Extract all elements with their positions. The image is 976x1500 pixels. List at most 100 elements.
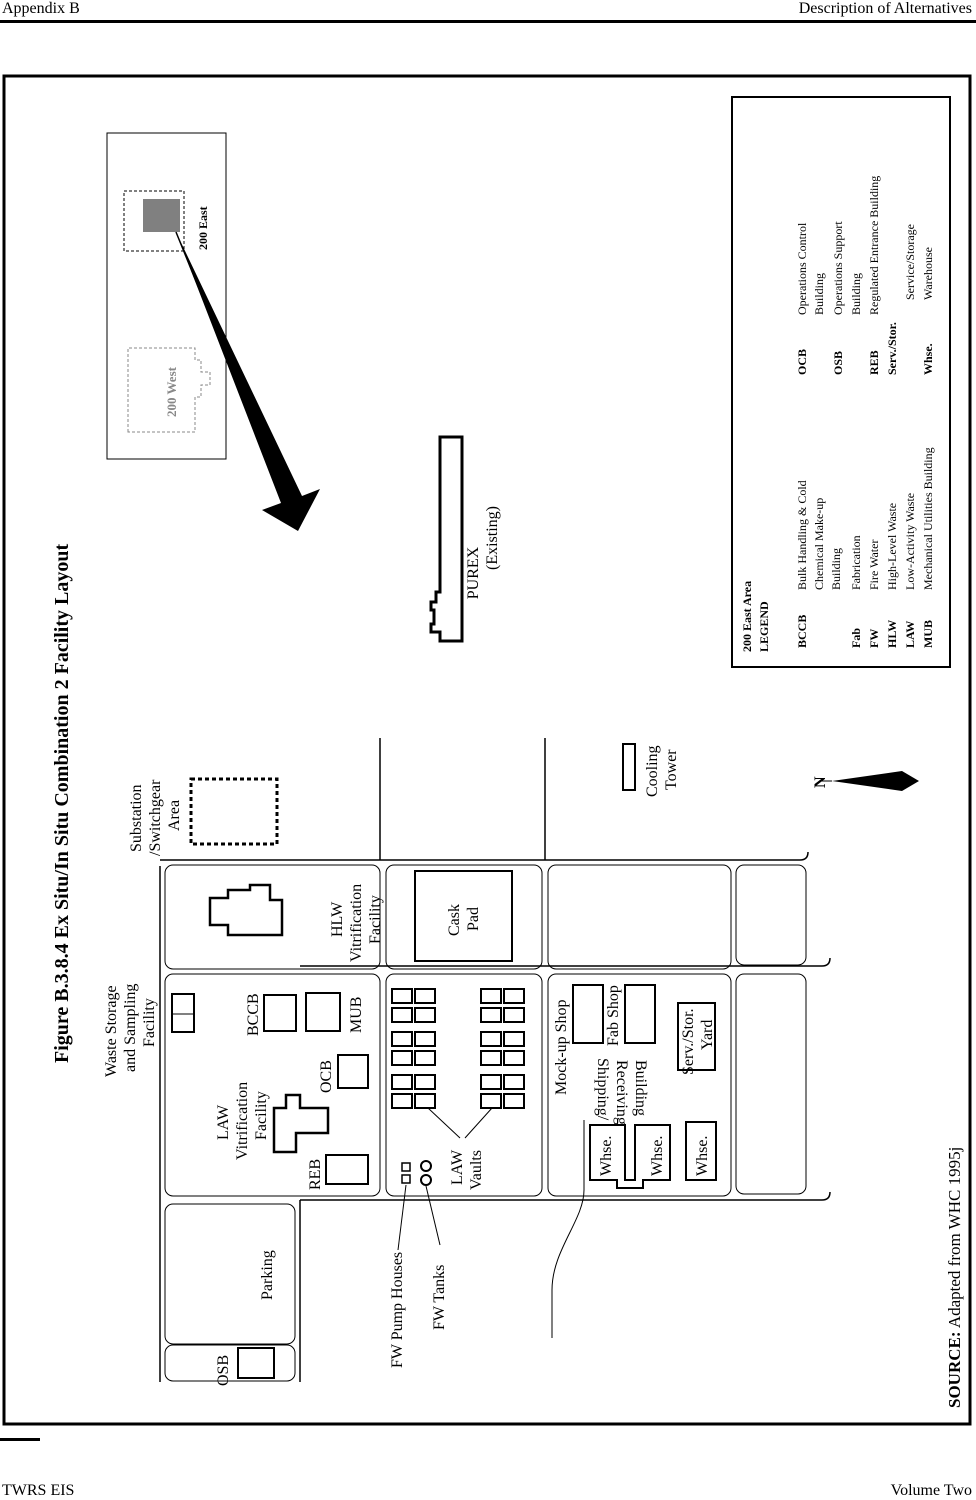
cask-pad-label-1: Cask bbox=[446, 904, 463, 936]
law-vaults-label-1: LAW bbox=[449, 1149, 466, 1185]
fw-pump-houses bbox=[401, 1162, 411, 1184]
fw-tanks-label: FW Tanks bbox=[431, 1265, 448, 1330]
substation-area bbox=[189, 777, 279, 846]
purex-label-2: (Existing) bbox=[484, 506, 501, 570]
cooling-tower-label-2: Tower bbox=[663, 749, 680, 790]
figure-source-text: Adapted from WHC 1995j bbox=[945, 1147, 964, 1332]
ocb-label: OCB bbox=[318, 1060, 335, 1093]
serv-stor-yard bbox=[677, 1002, 716, 1071]
legend-desc-bccb-1: Bulk Handling & Cold bbox=[795, 480, 809, 590]
hlw-label-3: Facility bbox=[367, 895, 384, 944]
legend-abbr-reb: REB bbox=[867, 350, 881, 375]
inset-200-east-label: 200 East bbox=[196, 206, 210, 250]
legend-abbr-fab: Fab bbox=[849, 628, 863, 648]
shipping-label-1: Shipping/ bbox=[594, 1058, 611, 1121]
legend-desc-fab: Fabrication bbox=[849, 535, 863, 590]
header-right: Description of Alternatives bbox=[798, 0, 972, 17]
purex-label-1: PUREX bbox=[465, 546, 482, 599]
osb-label: OSB bbox=[215, 1355, 232, 1386]
mub-label: MUB bbox=[348, 997, 365, 1033]
reb-label: REB bbox=[307, 1159, 324, 1190]
osb-building bbox=[237, 1347, 275, 1379]
purex-building bbox=[429, 435, 464, 643]
bccb-label: BCCB bbox=[245, 993, 262, 1036]
mockup-label: Mock-up Shop bbox=[553, 999, 570, 1095]
legend-abbr-serv: Serv./Stor. bbox=[885, 322, 899, 375]
whse-label-2: Whse. bbox=[649, 1136, 666, 1176]
serv-stor-label-1: Serv./Stor. bbox=[680, 1008, 697, 1075]
substation-label-2: /Switchgear bbox=[147, 779, 164, 856]
figure-frame bbox=[2, 74, 972, 1426]
fw-tanks-leader bbox=[425, 1185, 441, 1246]
legend-desc-law: Low-Activity Waste bbox=[903, 493, 917, 590]
inset-map: 200 West 200 East bbox=[106, 132, 227, 460]
law-label-1: LAW bbox=[215, 1104, 232, 1140]
figure-source-label: SOURCE: bbox=[945, 1331, 964, 1408]
whse-label-3: Whse. bbox=[694, 1136, 711, 1176]
substation-label-3: Area bbox=[166, 800, 183, 831]
legend-desc-osb-1: Operations Support bbox=[831, 221, 845, 315]
whse-label-1: Whse. bbox=[598, 1136, 615, 1176]
mockup-shop bbox=[572, 984, 604, 1044]
header-rule bbox=[0, 20, 976, 23]
law-label-3: Facility bbox=[253, 1091, 270, 1140]
legend-desc-ocb-1: Operations Control bbox=[795, 222, 809, 315]
legend-box bbox=[731, 96, 951, 668]
hlw-label-1: HLW bbox=[329, 901, 346, 937]
legend-desc-osb-2: Building bbox=[849, 273, 863, 315]
parking-label: Parking bbox=[259, 1250, 276, 1300]
law-label-2: Vitrification bbox=[234, 1082, 251, 1160]
legend-desc-fw: Fire Water bbox=[867, 540, 881, 590]
bccb-building bbox=[263, 994, 297, 1032]
inset-200-west-label: 200 West bbox=[164, 366, 179, 417]
fab-shop bbox=[624, 984, 656, 1044]
fab-label: Fab Shop bbox=[605, 985, 622, 1046]
hlw-label-2: Vitrification bbox=[348, 884, 365, 962]
legend-abbr-whse: Whse. bbox=[921, 343, 935, 375]
inset-200-west-outline bbox=[127, 347, 211, 433]
cooling-tower-label-1: Cooling bbox=[644, 745, 661, 797]
legend-desc-bccb-3: Building bbox=[829, 548, 843, 590]
waste-storage-label-1: Waste Storage bbox=[103, 985, 120, 1077]
legend-desc-whse: Warehouse bbox=[921, 247, 935, 300]
substation-label-1: Substation bbox=[128, 784, 145, 852]
north-arrow: N bbox=[812, 771, 919, 791]
footer-left: TWRS EIS bbox=[2, 1482, 75, 1499]
fw-pump-label: FW Pump Houses bbox=[389, 1252, 406, 1368]
cooling-tower bbox=[622, 743, 636, 791]
legend-abbr-ocb: OCB bbox=[795, 349, 809, 375]
legend-abbr-law: LAW bbox=[903, 621, 917, 648]
fw-pump-leader bbox=[397, 1184, 407, 1251]
footer-rule bbox=[0, 1438, 40, 1441]
legend-desc-mub: Mechanical Utilities Building bbox=[921, 447, 935, 590]
shipping-label-3: Building bbox=[632, 1060, 649, 1116]
figure-source: SOURCE: Adapted from WHC 1995j bbox=[945, 1147, 964, 1408]
legend-abbr-bccb: BCCB bbox=[795, 615, 809, 648]
location-arrow bbox=[175, 231, 320, 531]
north-label: N bbox=[812, 776, 829, 788]
legend-subtitle: LEGEND bbox=[757, 601, 771, 652]
site-blocks bbox=[164, 864, 807, 1382]
legend-desc-bccb-2: Chemical Make-up bbox=[812, 498, 826, 590]
legend-abbr-osb: OSB bbox=[831, 351, 845, 375]
access-path bbox=[551, 1120, 585, 1338]
legend-desc-hlw: High-Level Waste bbox=[885, 503, 899, 590]
legend-abbr-mub: MUB bbox=[921, 620, 935, 648]
shipping-label-2: Receiving bbox=[613, 1060, 630, 1125]
footer-right: Volume Two bbox=[890, 1482, 972, 1499]
law-vaults-leaders bbox=[427, 1107, 493, 1139]
cask-pad-label-2: Pad bbox=[465, 907, 482, 931]
fw-tanks bbox=[420, 1160, 432, 1186]
mub-building bbox=[305, 992, 341, 1032]
legend-title: 200 East Area bbox=[740, 581, 754, 652]
reb-building bbox=[325, 1154, 369, 1185]
inset-200-east-highlight bbox=[143, 199, 180, 232]
hlw-facility bbox=[208, 883, 284, 937]
figure-title: Figure B.3.8.4 Ex Situ/In Situ Combinati… bbox=[51, 544, 73, 1063]
cask-pad bbox=[414, 870, 513, 962]
road-network bbox=[159, 738, 831, 1382]
whse-building-3 bbox=[685, 1121, 717, 1181]
law-vaults-label-2: Vaults bbox=[468, 1150, 485, 1190]
law-facility bbox=[272, 1093, 330, 1154]
